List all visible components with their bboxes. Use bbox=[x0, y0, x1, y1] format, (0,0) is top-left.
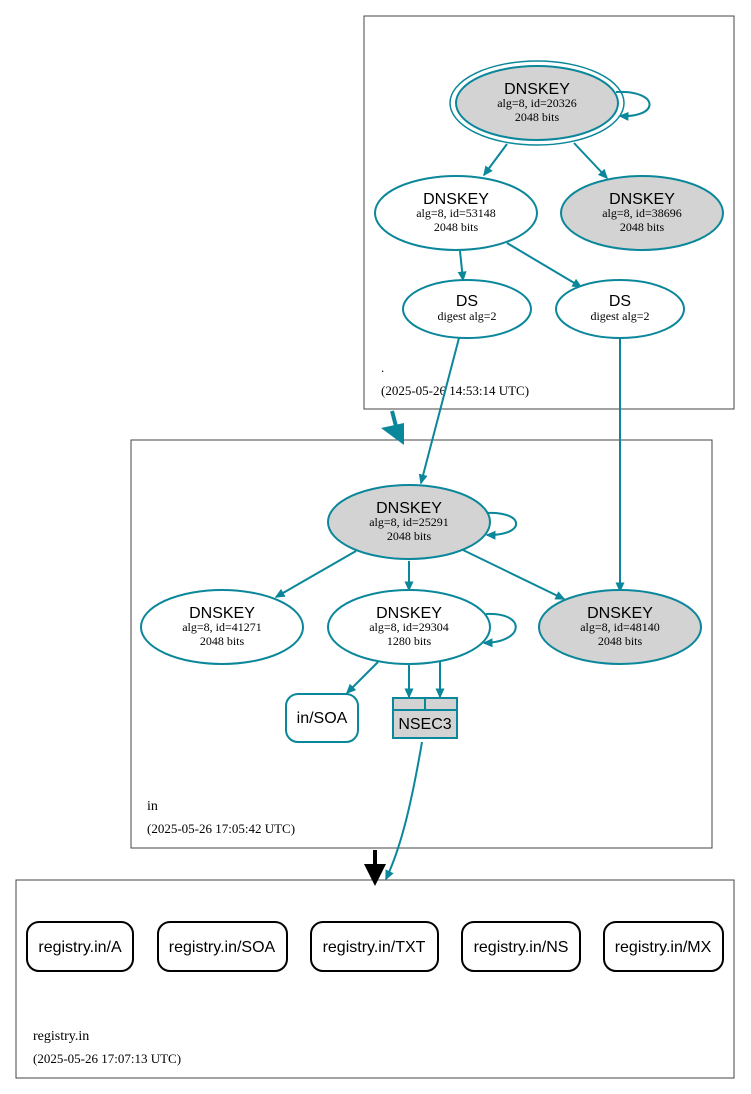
zone-root-timestamp: (2025-05-26 14:53:14 UTC) bbox=[381, 383, 529, 398]
node-in-ksk-line2: 2048 bits bbox=[387, 529, 432, 543]
edge-in-ksk-48140 bbox=[462, 549, 566, 600]
node-root-ksk: DNSKEY alg=8, id=20326 2048 bits bbox=[449, 60, 625, 146]
zone-registry-border bbox=[15, 879, 735, 1079]
zone-in-timestamp: (2025-05-26 17:05:42 UTC) bbox=[147, 821, 295, 836]
node-in-soa-label: in/SOA bbox=[297, 710, 348, 727]
record-label: registry.in/MX bbox=[615, 939, 712, 956]
node-root-ksk-line1: alg=8, id=20326 bbox=[497, 96, 577, 110]
zone-root: . (2025-05-26 14:53:14 UTC) bbox=[363, 15, 735, 410]
edge-ds1-in-ksk bbox=[418, 337, 460, 485]
node-in-nsec3: NSEC3 bbox=[392, 697, 458, 739]
node-in-ksk-title: DNSKEY bbox=[376, 500, 442, 517]
node-root-ds1-line1: digest alg=2 bbox=[437, 309, 496, 323]
node-in-key41271-line1: alg=8, id=41271 bbox=[182, 620, 262, 634]
zone-in: in (2025-05-26 17:05:42 UTC) bbox=[130, 439, 713, 849]
node-in-zsk: DNSKEY alg=8, id=29304 1280 bits bbox=[327, 589, 491, 665]
zone-in-border bbox=[130, 439, 713, 849]
node-in-ksk: DNSKEY alg=8, id=25291 2048 bits bbox=[327, 484, 491, 560]
edges bbox=[274, 90, 651, 881]
node-in-zsk-line1: alg=8, id=29304 bbox=[369, 620, 449, 634]
zone-registry-name: registry.in bbox=[33, 1029, 89, 1044]
node-root-ds2-title: DS bbox=[609, 293, 631, 310]
record-label: registry.in/TXT bbox=[323, 939, 426, 956]
node-in-soa: in/SOA bbox=[285, 693, 359, 743]
record-label: registry.in/SOA bbox=[169, 939, 276, 956]
record-registry-txt: registry.in/TXT bbox=[310, 921, 439, 972]
node-in-nsec3-label: NSEC3 bbox=[398, 716, 451, 733]
zone-registry-timestamp: (2025-05-26 17:07:13 UTC) bbox=[33, 1051, 181, 1066]
node-in-zsk-title: DNSKEY bbox=[376, 605, 442, 622]
node-root-key3-line2: 2048 bits bbox=[620, 220, 665, 234]
record-registry-soa: registry.in/SOA bbox=[157, 921, 288, 972]
node-in-key48140-line1: alg=8, id=48140 bbox=[580, 620, 660, 634]
node-in-key48140-line2: 2048 bits bbox=[598, 634, 643, 648]
node-in-ksk-line1: alg=8, id=25291 bbox=[369, 515, 449, 529]
edge-in-ksk-41271 bbox=[274, 550, 357, 598]
node-root-ds1-title: DS bbox=[456, 293, 478, 310]
edge-nsec3-registry bbox=[385, 741, 423, 881]
record-label: registry.in/A bbox=[38, 939, 122, 956]
edge-in-ksk-self bbox=[485, 511, 517, 540]
edge-in-zsk-self bbox=[482, 612, 517, 648]
node-in-key48140: DNSKEY alg=8, id=48140 2048 bits bbox=[538, 589, 702, 665]
record-registry-a: registry.in/A bbox=[26, 921, 134, 972]
node-root-key3: DNSKEY alg=8, id=38696 2048 bits bbox=[560, 175, 724, 251]
node-root-key3-line1: alg=8, id=38696 bbox=[602, 206, 682, 220]
zone-registry: registry.in (2025-05-26 17:07:13 UTC) bbox=[15, 879, 735, 1079]
node-root-zsk: DNSKEY alg=8, id=53148 2048 bits bbox=[374, 175, 538, 251]
node-in-key48140-title: DNSKEY bbox=[587, 605, 653, 622]
edge-root-zsk-ds1 bbox=[457, 250, 467, 282]
node-root-zsk-line1: alg=8, id=53148 bbox=[416, 206, 496, 220]
node-root-ksk-line2: 2048 bits bbox=[515, 110, 560, 124]
node-root-ksk-title: DNSKEY bbox=[504, 81, 570, 98]
zone-root-border bbox=[363, 15, 735, 410]
delegation-in-registry-head bbox=[364, 864, 386, 886]
node-in-zsk-line2: 1280 bits bbox=[387, 634, 432, 648]
delegation-root-in-head bbox=[381, 423, 404, 445]
node-root-ds1: DS digest alg=2 bbox=[402, 279, 532, 339]
node-in-key41271: DNSKEY alg=8, id=41271 2048 bits bbox=[140, 589, 304, 665]
record-registry-ns: registry.in/NS bbox=[461, 921, 581, 972]
zone-root-name: . bbox=[381, 360, 384, 375]
record-registry-mx: registry.in/MX bbox=[603, 921, 724, 972]
record-label: registry.in/NS bbox=[474, 939, 569, 956]
node-root-ds2: DS digest alg=2 bbox=[555, 279, 685, 339]
node-root-key3-title: DNSKEY bbox=[609, 191, 675, 208]
registry-records: registry.in/A registry.in/SOA registry.i… bbox=[26, 921, 724, 972]
node-root-ds2-line1: digest alg=2 bbox=[590, 309, 649, 323]
edge-root-ksk-zsk bbox=[483, 143, 508, 177]
edge-root-ksk-self bbox=[615, 90, 651, 121]
node-root-zsk-line2: 2048 bits bbox=[434, 220, 479, 234]
node-in-key41271-line2: 2048 bits bbox=[200, 634, 245, 648]
zone-in-name: in bbox=[147, 799, 158, 814]
delegation-arrows bbox=[364, 410, 404, 886]
edge-root-zsk-ds2 bbox=[506, 242, 583, 288]
node-in-key41271-title: DNSKEY bbox=[189, 605, 255, 622]
edge-in-zsk-soa bbox=[345, 661, 379, 695]
edge-root-ksk-key3 bbox=[573, 142, 609, 180]
node-root-zsk-title: DNSKEY bbox=[423, 191, 489, 208]
